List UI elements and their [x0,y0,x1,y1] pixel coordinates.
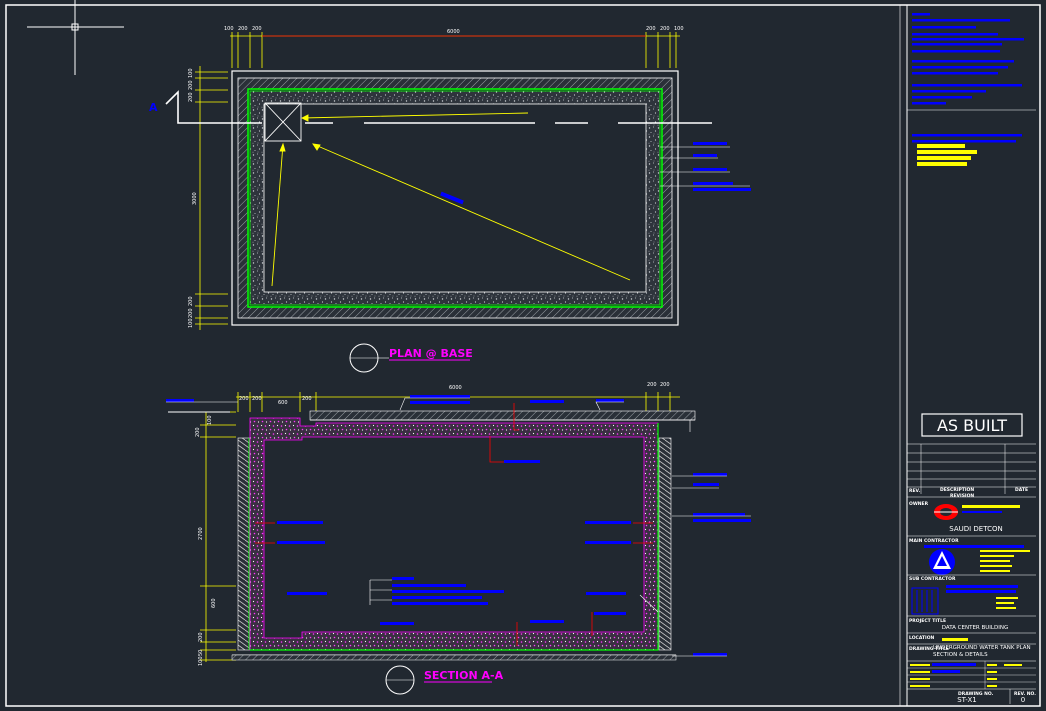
plan-dim-left-1: 100 [188,68,194,78]
subconsultant-label: SUB CONTRACTOR [909,576,956,582]
consultant-label: MAIN CONTRACTOR [909,538,959,544]
revision-label: REVISION [950,493,974,499]
manhole-icon [264,102,302,142]
legend-yellow-bars [917,144,977,166]
section-dim-top-left-1: 200 [239,396,249,402]
section-dim-top-right-2: 200 [660,382,670,388]
section-dim-left-4: 50 [198,650,204,656]
plan-dim-top-left-3: 200 [252,26,262,32]
plan-dim-left-4: 200 [188,296,194,306]
section-view[interactable]: 6000 200 200 600 200 200 200 200 100 270… [166,382,751,695]
section-dim-top-right-1: 200 [647,382,657,388]
client-logo-icon [934,504,958,520]
section-annotation-tags [166,395,751,656]
section-leader-lines [166,397,751,657]
plan-dim-left-3: 200 [188,92,194,102]
client-arabic-name [962,505,1020,508]
plan-leaders [271,112,631,287]
subconsultant-logo-icon [911,587,939,615]
plan-view[interactable]: 100 200 200 6000 200 200 100 100 200 200… [149,26,751,373]
plan-dim-top-left-1: 100 [224,26,234,32]
crosshair-cursor-icon [27,0,124,75]
rev-no-label: REV. NO. [1014,691,1036,697]
section-dimension-left [200,411,236,662]
plan-dim-top-left-2: 200 [238,26,248,32]
plan-dim-top-center: 6000 [447,29,460,35]
title-block[interactable]: AS BUILT REV. DESCRIPTION DATE REVISION … [899,4,1041,707]
drawing-number: ST-X1 [957,696,977,704]
revision-table [907,443,1036,498]
client-name: SAUDI DETCON [949,525,1002,533]
drawing-title: UNDERGROUND WATER TANK PLAN SECTION & DE… [933,645,1031,658]
section-title: SECTION A-A [424,669,504,682]
section-dim-top-center: 6000 [449,385,462,391]
plan-dim-top-right-2: 200 [660,26,670,32]
rev-date-header: DATE [1015,487,1028,493]
section-cut-line [165,90,712,124]
location-label: LOCATION [909,635,935,641]
plan-annotation-tags [440,142,751,205]
project-title: DATA CENTER BUILDING [942,625,1008,631]
plan-dimension-left [195,66,228,330]
tank-concrete-shell [249,417,659,651]
plan-dim-left-6: 100 [188,318,194,328]
as-built-stamp [921,413,1023,437]
drawing-title-label: DRAWING TITLE [909,646,949,652]
consultant-logo-icon [929,549,955,575]
plan-dim-left-center: 3000 [192,192,198,205]
section-mark-label: A [149,101,158,114]
client-label: OWNER [909,501,929,507]
plan-outer-outline [231,70,679,326]
project-label: PROJECT TITLE [909,618,946,624]
plan-dim-left-2: 200 [188,80,194,90]
as-built-text: AS BUILT [937,416,1007,435]
plan-dimension-top [230,32,680,68]
plan-title: PLAN @ BASE [389,347,473,360]
general-notes [912,13,1024,143]
section-dim-left-3: 200 [198,632,204,642]
ground-slab-hatch [309,410,696,421]
section-dim-left-1: 200 [195,427,201,437]
tank-membrane-line [250,423,659,651]
section-dim-top-600: 600 [278,400,288,406]
plan-dim-left-5: 200 [188,308,194,318]
revision-number: 0 [1021,696,1025,704]
section-dim-top-left-2: 200 [252,396,262,402]
plan-dim-top-right-3: 100 [674,26,684,32]
blinding-layer [231,654,677,661]
consultant-contact [980,550,1030,572]
section-dim-left-2: 100 [207,415,213,425]
section-dim-left-600: 600 [211,598,217,608]
signature-rows [907,661,1036,689]
drawing-no-label: DRAWING NO. [958,691,994,697]
left-protection-wall [237,437,251,651]
right-protection-wall [658,437,672,651]
section-dim-left-center: 2700 [198,527,204,540]
plan-dim-top-right-1: 200 [646,26,656,32]
rev-description-header: DESCRIPTION [940,487,974,493]
section-rebar-tags [255,403,653,646]
rev-no-header: REV. [909,488,920,494]
section-dim-left-5: 100 [198,656,204,666]
section-dim-top-200: 200 [302,396,312,402]
